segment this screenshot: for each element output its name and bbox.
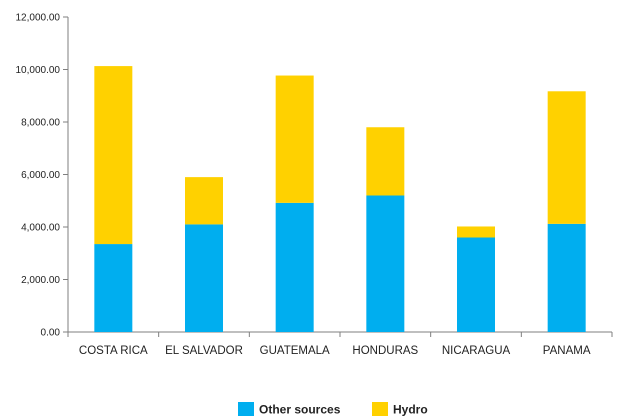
legend-label: Hydro <box>393 403 428 417</box>
y-tick-label: 4,000.00 <box>21 223 60 234</box>
bar-hydro <box>547 91 586 224</box>
y-tick-label: 0.00 <box>41 328 61 339</box>
legend-swatch <box>372 402 388 416</box>
x-tick-label: EL SALVADOR <box>165 345 243 357</box>
x-tick-label: COSTA RICA <box>79 345 148 357</box>
bar-hydro <box>275 75 314 203</box>
bar-other-sources <box>547 223 586 332</box>
x-tick-label: NICARAGUA <box>442 345 511 357</box>
x-axis: COSTA RICA EL SALVADOR GUATEMALA HONDURAS NI… <box>67 331 613 357</box>
x-tick-label: GUATEMALA <box>260 345 330 357</box>
bar-other-sources <box>366 195 405 332</box>
y-tick-label: 10,000.00 <box>16 65 61 76</box>
bars <box>94 66 586 332</box>
x-tick-label: PANAMA <box>543 345 591 357</box>
bar-other-sources <box>185 224 223 332</box>
y-tick-label: 8,000.00 <box>21 118 60 129</box>
y-axis: 0.00 2,000.00 4,000.00 6,000.00 8,000.00 10,0… <box>16 13 69 339</box>
bar-hydro <box>457 226 495 238</box>
y-tick-label: 12,000.00 <box>16 13 61 24</box>
legend-label: Other sources <box>259 403 341 417</box>
bar-other-sources <box>457 237 495 332</box>
bar-other-sources <box>94 244 133 332</box>
bar-hydro <box>185 177 223 225</box>
legend: Other sources Hydro <box>238 402 428 417</box>
y-tick-label: 2,000.00 <box>21 275 60 286</box>
y-tick-label: 6,000.00 <box>21 170 60 181</box>
bar-hydro <box>366 127 405 196</box>
x-tick-label: HONDURAS <box>352 345 418 357</box>
legend-swatch <box>238 402 254 416</box>
bar-hydro <box>94 66 133 245</box>
bar-other-sources <box>275 202 314 332</box>
